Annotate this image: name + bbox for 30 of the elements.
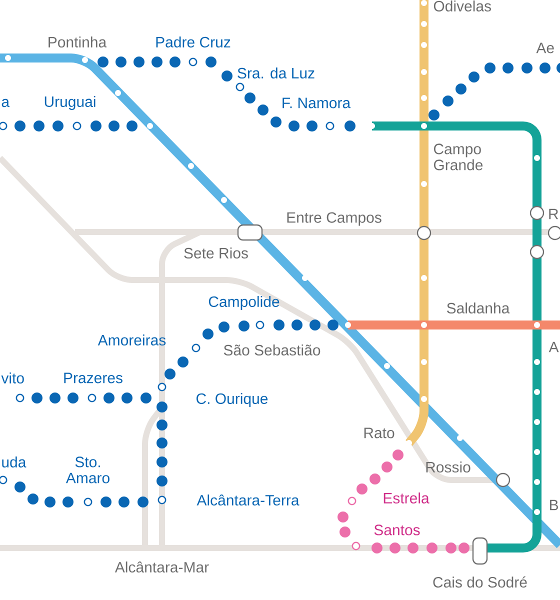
station-label: R — [549, 208, 558, 220]
station-label: Estrela — [384, 492, 430, 504]
station-label: Alcântara-Terra — [196, 494, 300, 506]
station-label: Alcântara-Mar — [114, 561, 209, 573]
station-label: Sete Rios — [184, 248, 248, 258]
station-label: Pontinha — [48, 36, 107, 48]
station-label: Cais do Sodré — [433, 576, 527, 588]
station-label: Ae — [536, 42, 554, 54]
station-label: A — [548, 342, 559, 352]
station-label: Campolide — [208, 296, 280, 310]
station-label: São Sebastião — [224, 344, 320, 356]
station-label: Entre Campos — [287, 212, 382, 226]
station-label: vito — [1, 372, 24, 384]
station-label: F. Namora — [282, 98, 351, 108]
station-label: Odivelas — [434, 0, 491, 12]
station-label: B — [550, 500, 558, 510]
station-label: Prazeres — [64, 372, 122, 384]
station-label: Padre Cruz — [156, 36, 230, 48]
station-label: Campo Grande — [434, 144, 483, 170]
station-label: Rato — [364, 428, 394, 438]
station-label: Amoreiras — [98, 334, 166, 346]
station-label: Sra. da Luz — [238, 67, 314, 78]
station-label: Saldanha — [446, 302, 510, 314]
station-label: uda — [2, 456, 26, 468]
station-label: Santos — [374, 524, 420, 536]
station-label: Uruguai — [44, 96, 96, 110]
station-label: Sto. Amaro — [66, 456, 110, 484]
station-label: a — [2, 98, 10, 108]
station-label: Rossio — [426, 462, 470, 472]
station-label: C. Ourique — [196, 393, 268, 407]
